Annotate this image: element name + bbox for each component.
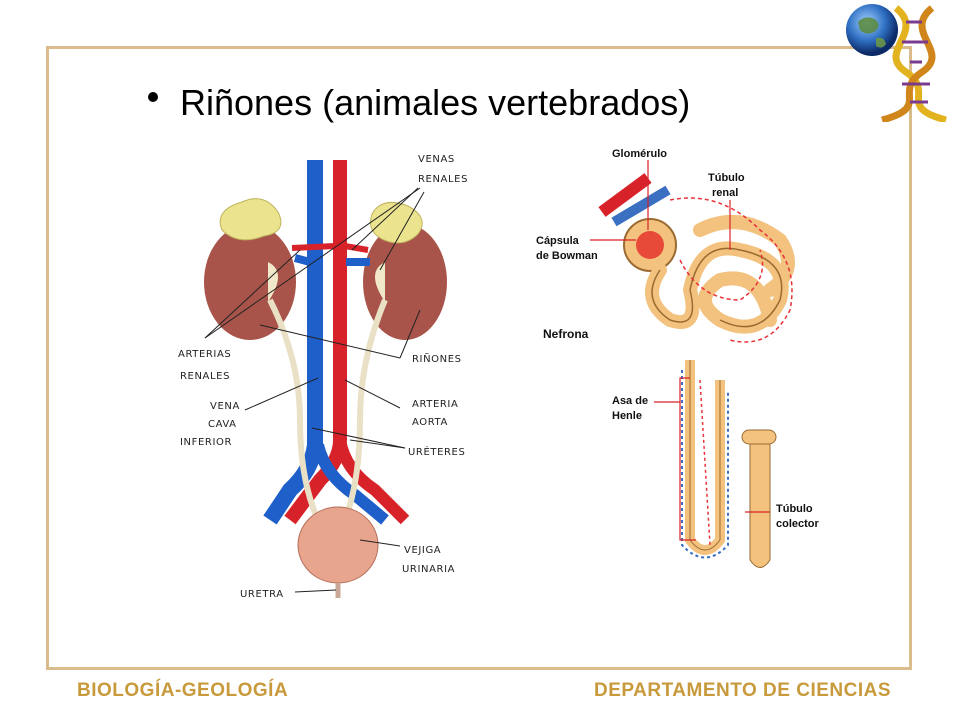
label-vena-cava-1: VENA [210, 401, 240, 412]
label-capsula-1: Cápsula [536, 235, 580, 247]
label-arteria-aorta-1: ARTERIA [412, 399, 458, 410]
loop-of-henle [685, 360, 725, 555]
vena-cava [263, 160, 323, 525]
label-ureteres: URÉTERES [408, 445, 465, 458]
label-arterias-renales-2: RENALES [180, 371, 230, 382]
collecting-duct [749, 440, 771, 568]
label-arterias-renales-1: ARTERIAS [178, 349, 231, 360]
label-tubulo-renal-2: renal [712, 187, 738, 199]
label-vena-cava-3: INFERIOR [180, 437, 232, 448]
label-vejiga-1: VEJIGA [404, 545, 441, 556]
dna-globe-logo [846, 4, 947, 122]
slide-frame [46, 46, 912, 670]
nephron: Glomérulo Túbulo renal Cápsula de Bowman… [536, 148, 820, 568]
urinary-system: VENAS RENALES ARTERIAS RENALES RIÑONES V… [178, 154, 468, 600]
right-kidney [363, 224, 447, 340]
label-asa-2: Henle [612, 410, 642, 422]
footer-subject: BIOLOGÍA-GEOLOGÍA [77, 680, 289, 701]
label-uretra: URETRA [240, 589, 284, 600]
label-venas-renales-2: RENALES [418, 174, 468, 185]
label-rinones: RIÑONES [412, 352, 462, 365]
slide-title: Riñones (animales vertebrados) [180, 82, 691, 123]
label-tubulo-colector-2: colector [776, 518, 820, 530]
label-tubulo-renal-1: Túbulo [708, 172, 745, 184]
label-venas-renales-1: VENAS [418, 154, 455, 165]
label-tubulo-colector-1: Túbulo [776, 503, 813, 515]
label-capsula-2: de Bowman [536, 250, 598, 262]
label-arteria-aorta-2: AORTA [412, 417, 448, 428]
label-vena-cava-2: CAVA [208, 419, 237, 430]
right-adrenal-gland [370, 201, 423, 244]
title-bullet [148, 92, 158, 102]
label-glomerulo: Glomérulo [612, 148, 667, 160]
label-vejiga-2: URINARIA [402, 564, 455, 575]
right-ureter [342, 298, 388, 522]
bladder [297, 506, 379, 584]
left-adrenal-gland [219, 198, 282, 241]
label-nefrona: Nefrona [543, 327, 589, 341]
glomerulus [636, 231, 664, 259]
footer-department: DEPARTAMENTO DE CIENCIAS [594, 680, 892, 701]
label-asa-1: Asa de [612, 395, 648, 407]
left-ureter [267, 298, 321, 522]
